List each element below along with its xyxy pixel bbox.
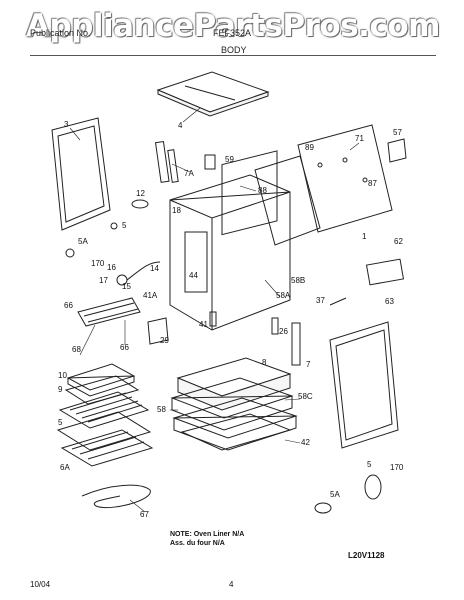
callout: 7 (306, 360, 311, 369)
bake-element (77, 297, 141, 327)
callout: 3 (64, 120, 69, 129)
callout: 170 (390, 463, 404, 472)
callout: 5 (58, 418, 63, 427)
header-divider (30, 55, 436, 56)
door-panel (51, 117, 111, 231)
model-number: FEF352A (213, 28, 252, 38)
hinge-7 (291, 322, 301, 366)
part-5a (65, 248, 75, 258)
callout: 41 (199, 320, 208, 329)
callout: 42 (301, 438, 310, 447)
footer-date: 10/04 (30, 580, 51, 589)
callout: 58A (276, 291, 291, 300)
callout: 87 (368, 179, 377, 188)
callout: 18 (172, 206, 181, 215)
callout: 5A (78, 237, 88, 246)
callout: 62 (394, 237, 403, 246)
rear-panel (297, 124, 393, 233)
part-41 (209, 311, 217, 327)
top-panel-edge (157, 89, 269, 117)
note-line-2: Ass. du four N/A (170, 540, 225, 547)
callout: 29 (160, 336, 169, 345)
callout: 14 (150, 264, 159, 273)
callout: 66 (64, 301, 73, 310)
callout: 63 (385, 297, 394, 306)
back-cover (254, 155, 321, 246)
callout: 37 (316, 296, 325, 305)
callout: 7A (184, 169, 194, 178)
terminal-block (365, 258, 405, 286)
diagram-code: L20V1128 (348, 551, 385, 560)
part-37 (329, 297, 347, 306)
callout: 10 (58, 371, 67, 380)
part-57 (387, 138, 407, 163)
callout: 17 (99, 276, 108, 285)
part-59 (204, 154, 216, 170)
note-line-1: NOTE: Oven Liner N/A (170, 531, 245, 538)
note-text: NOTE: Oven Liner N/A Ass. du four N/A (170, 530, 244, 548)
publication-label: Publication No. (30, 28, 91, 38)
callout: 66 (120, 343, 129, 352)
callout: 170 (91, 259, 105, 268)
callout: 4 (178, 121, 183, 130)
callout: 57 (393, 128, 402, 137)
callout: 67 (140, 510, 149, 519)
callout: 68 (72, 345, 81, 354)
watermark-logo: AppliancePartsPros.com (26, 8, 440, 44)
callout: 1 (362, 232, 367, 241)
callout: 6A (60, 463, 70, 472)
part-26 (271, 317, 279, 335)
leveler-5 (364, 474, 382, 500)
oven-rack (58, 391, 150, 429)
callout: 16 (107, 263, 116, 272)
callout: 41A (143, 291, 158, 300)
callout: 58C (298, 392, 313, 401)
part-29 (147, 317, 169, 345)
callout: 71 (355, 134, 364, 143)
callout: 88 (258, 186, 267, 195)
leveler-5a (314, 502, 332, 514)
callout: 15 (122, 282, 131, 291)
top-panel (156, 71, 270, 113)
oven-body (169, 174, 291, 331)
callout: 58B (291, 276, 305, 285)
callout: 5A (330, 490, 340, 499)
callout: 5 (122, 221, 127, 230)
callout: 89 (305, 143, 314, 152)
callout: 5 (367, 460, 372, 469)
rack-6a (60, 429, 154, 467)
callout: 58 (157, 405, 166, 414)
callout: 59 (225, 155, 234, 164)
callout: 8 (262, 358, 267, 367)
side-panel (329, 321, 399, 449)
callout-labels: 3 4 71 57 89 59 7A 87 88 12 18 5 5A 170 … (58, 120, 404, 519)
callout: 9 (58, 385, 63, 394)
part-12 (131, 199, 149, 209)
broil-element (81, 484, 151, 509)
hinge-7a (154, 141, 170, 183)
callout: 44 (189, 271, 198, 280)
callout: 12 (136, 189, 145, 198)
leader-lines (69, 107, 360, 513)
screw-5 (110, 222, 118, 230)
callout: 26 (279, 327, 288, 336)
section-title: BODY (221, 45, 247, 55)
page-number: 4 (229, 580, 234, 589)
